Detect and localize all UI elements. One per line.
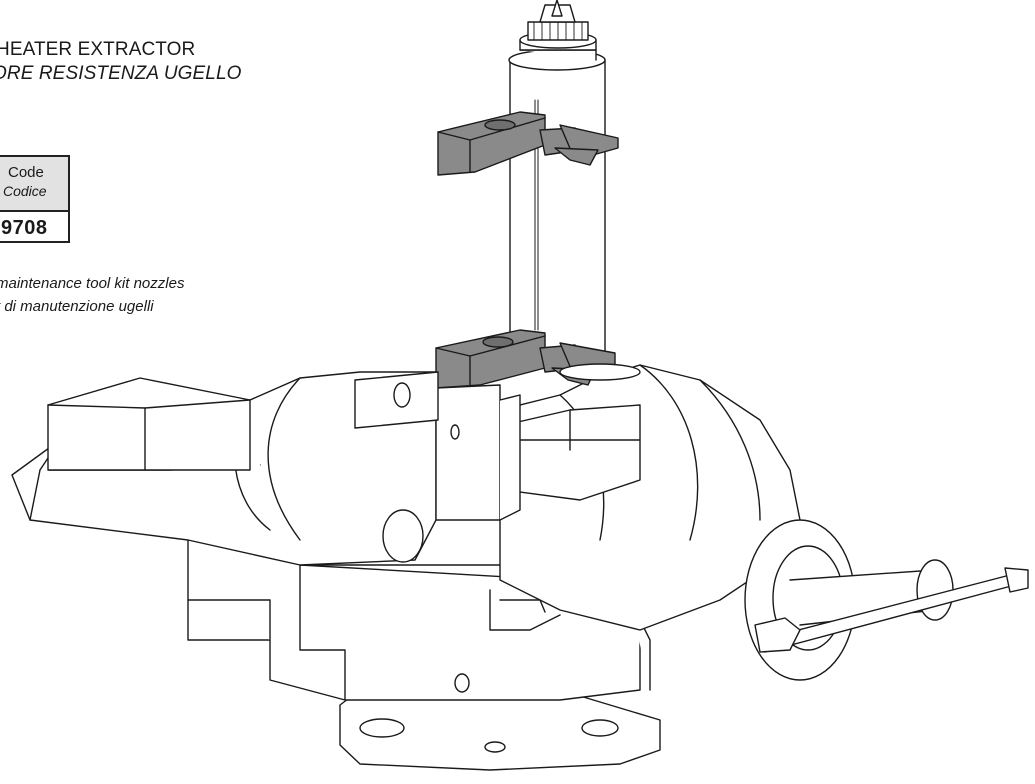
description-english: maintenance tool kit nozzles [0,275,185,292]
title-italian: ORE RESISTENZA UGELLO [0,63,242,84]
code-value: 9708 [1,217,48,239]
code-label-english: Code [8,164,44,181]
vise-handle [744,519,1029,681]
title-english: HEATER EXTRACTOR [0,39,196,60]
extractor-column [508,0,606,361]
description: maintenance tool kit nozzles t di manute… [0,272,184,318]
vise-jaws [11,364,801,631]
code-label-italian: Codice [3,183,47,199]
support-block [354,363,641,521]
upper-clamp [437,111,619,176]
description-italian: t di manutenzione ugelli [0,298,154,315]
code-table: Code Codice 9708 [0,155,70,243]
code-table-header: Code Codice [0,157,68,212]
